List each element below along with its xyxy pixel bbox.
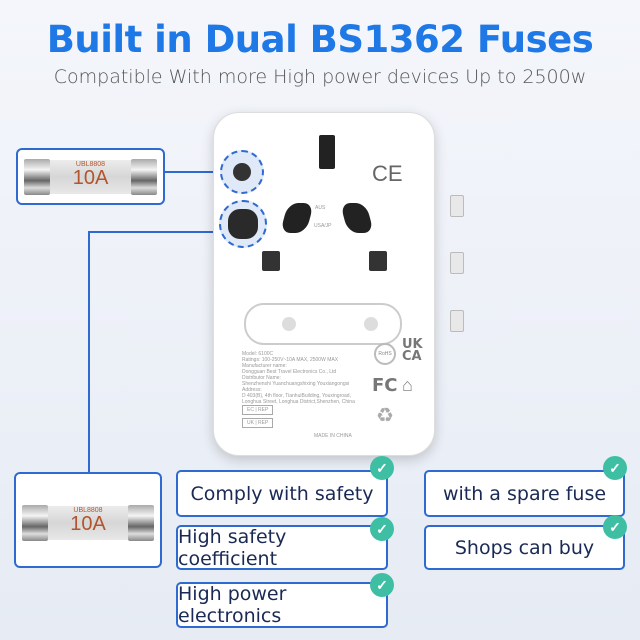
- connector-line: [88, 231, 225, 233]
- rating-label: Model: 6100C Ratings: 100-250V~10A MAX, …: [242, 351, 355, 405]
- feature-safety-coefficient: High safety coefficient: [176, 525, 388, 570]
- check-icon: ✓: [370, 517, 394, 541]
- fuse-brand: UBL8808: [73, 507, 103, 514]
- slider-prong: [450, 252, 464, 274]
- check-icon: ✓: [603, 515, 627, 539]
- page-title: Built in Dual BS1362 Fuses: [46, 18, 594, 61]
- fuse-highlight-top: [220, 150, 264, 194]
- check-icon: ✓: [603, 456, 627, 480]
- feature-comply-safety: Comply with safety: [176, 470, 388, 517]
- fuse-callout-top: UBL8808 10A: [16, 148, 165, 205]
- aus-label: AUS: [315, 205, 326, 211]
- check-icon: ✓: [370, 573, 394, 597]
- uk-rep-box: UK | REP: [242, 418, 274, 428]
- slider-prong: [450, 310, 464, 332]
- feature-high-power: High power electronics: [176, 582, 388, 628]
- uk-socket-slot: [319, 135, 335, 169]
- fuse-highlight-bottom: [219, 200, 267, 248]
- socket-pin: [262, 251, 280, 271]
- fuse-brand: UBL8808: [75, 161, 106, 168]
- fuse-rating: 10A: [70, 513, 106, 535]
- fuse-image: UBL8808 10A: [22, 505, 154, 541]
- socket-hole: [279, 203, 315, 233]
- rohs-icon: RoHS: [374, 343, 396, 365]
- fuse-rating: 10A: [72, 167, 109, 189]
- feature-shops: Shops can buy: [424, 525, 625, 570]
- recycle-icon: ♻: [376, 405, 394, 427]
- usa-label: USA/JP: [314, 223, 332, 229]
- fc-mark: FC: [372, 375, 398, 396]
- fuse-callout-bottom: UBL8808 10A: [14, 472, 162, 568]
- made-in-label: MADE IN CHINA: [314, 433, 352, 439]
- socket-pin: [369, 251, 387, 271]
- connector-line: [165, 171, 225, 173]
- feature-spare-fuse: with a spare fuse: [424, 470, 625, 517]
- eu-socket: [244, 303, 402, 345]
- home-icon: ⌂: [402, 375, 413, 395]
- ce-mark: CE: [372, 161, 403, 186]
- check-icon: ✓: [370, 456, 394, 480]
- socket-hole: [339, 203, 375, 233]
- subtitle: Compatible With more High power devices …: [53, 66, 587, 88]
- ec-rep-box: EC | REP: [242, 405, 274, 415]
- fuse-image: UBL8808 10A: [24, 159, 157, 195]
- connector-line: [88, 231, 90, 472]
- slider-prong: [450, 195, 464, 217]
